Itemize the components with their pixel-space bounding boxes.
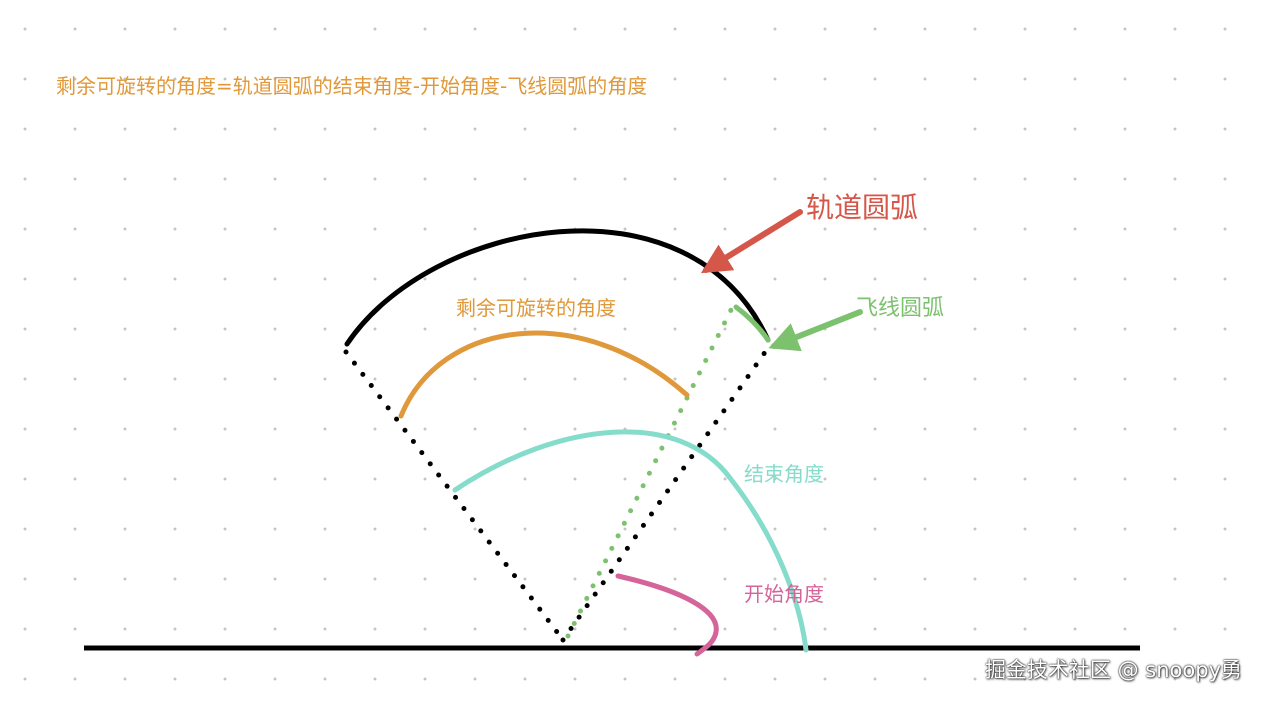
- flying-arc: [733, 304, 771, 343]
- flying-arc-label: 飞线圆弧: [856, 296, 945, 321]
- formula-text: 剩余可旋转的角度=轨道圆弧的结束角度-开始角度-飞线圆弧的角度: [56, 74, 648, 98]
- flying-arc-arrow: [768, 309, 863, 352]
- track-arc-label: 轨道圆弧: [806, 191, 919, 224]
- remaining-angle-arc: [398, 330, 690, 419]
- end-angle-arc: [452, 429, 809, 653]
- right-radius-dotted-line: [560, 345, 771, 643]
- flying-arc-radius-dotted-line: [565, 301, 737, 639]
- track-arc-arrow: [700, 209, 803, 274]
- start-angle-arc: [615, 573, 719, 657]
- watermark: 掘金技术社区 @ snoopy勇: [984, 658, 1242, 682]
- track-arc: [344, 228, 771, 347]
- end-angle-label: 结束角度: [744, 462, 824, 486]
- left-radius-dotted-line: [343, 349, 566, 643]
- remaining-angle-label: 剩余可旋转的角度: [456, 296, 616, 320]
- start-angle-label: 开始角度: [744, 582, 824, 606]
